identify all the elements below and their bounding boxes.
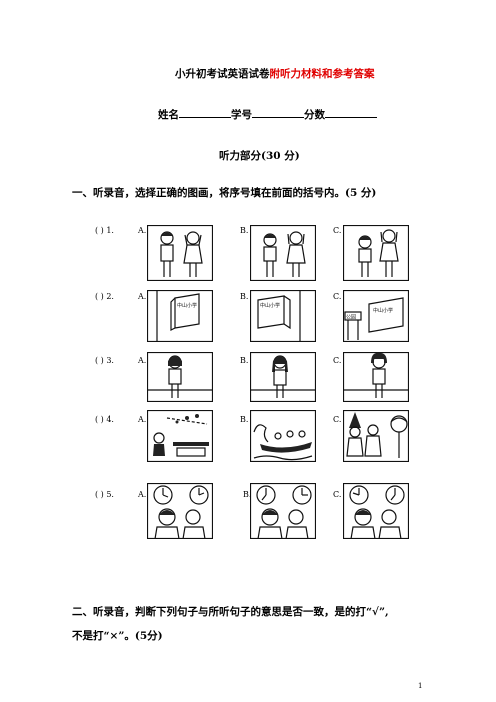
- park-sign-text: 公园: [346, 315, 356, 321]
- student-id-blank[interactable]: [252, 107, 304, 118]
- girl-figure-icon: [183, 231, 203, 277]
- q2-option-b-label: B.: [240, 292, 249, 301]
- dragon-boat-icon: [253, 424, 313, 461]
- listening-part-heading: 听力部分(30 分): [219, 150, 300, 162]
- name-blank[interactable]: [179, 107, 231, 118]
- q5-picture-b[interactable]: [250, 483, 316, 539]
- section2-heading-line1: 二、听录音，判断下列句子与所听句子的意思是否一致，是的打“√”,: [72, 606, 389, 618]
- q1-picture-a[interactable]: [147, 225, 213, 281]
- boy-figure-icon: [263, 233, 277, 277]
- section2-heading-line2: 不是打“×”。(5分): [72, 630, 163, 642]
- q2-option-a-label: A.: [138, 292, 147, 301]
- boy-figure-icon: [358, 235, 372, 277]
- school-gate-icon: 中山小学: [170, 293, 200, 331]
- child-short-hair-icon: [168, 355, 182, 398]
- student-at-desk-icon: [154, 508, 206, 539]
- q2-picture-b[interactable]: 中山小学: [250, 290, 316, 342]
- question-1-number[interactable]: ( ) 1.: [95, 226, 114, 235]
- q1-picture-c[interactable]: [343, 225, 409, 281]
- name-label: 姓名: [158, 109, 179, 121]
- clock-icon: [292, 485, 312, 505]
- q1-option-a-label: A.: [138, 226, 147, 235]
- firecracker-festival-icon: [153, 414, 209, 457]
- q1-option-b-label: B.: [240, 226, 249, 235]
- child-curly-hair-icon: [371, 352, 387, 398]
- clock-icon: [189, 485, 209, 505]
- q2-picture-a[interactable]: 中山小学: [147, 290, 213, 342]
- q1-picture-b[interactable]: [250, 225, 316, 281]
- page-number: 1: [418, 682, 423, 690]
- school-sign-text: 中山小学: [260, 302, 280, 309]
- clock-icon: [256, 485, 276, 505]
- q4-option-a-label: A.: [138, 415, 147, 424]
- halloween-children-icon: [346, 412, 408, 458]
- question-2-number[interactable]: ( ) 2.: [95, 292, 114, 301]
- q4-picture-b[interactable]: [250, 410, 316, 462]
- score-label: 分数: [304, 109, 325, 121]
- q5-option-b-label: B.: [243, 490, 252, 499]
- question-5-number[interactable]: ( ) 5.: [95, 490, 114, 499]
- q3-picture-c[interactable]: [343, 352, 409, 402]
- girl-figure-icon: [379, 229, 399, 277]
- question-3-number[interactable]: ( ) 3.: [95, 356, 114, 365]
- q4-picture-c[interactable]: [343, 410, 409, 462]
- question-4-number[interactable]: ( ) 4.: [95, 415, 114, 424]
- q5-picture-c[interactable]: [343, 483, 409, 539]
- q1-option-c-label: C.: [333, 226, 342, 235]
- school-sign-text: 中山小学: [177, 302, 197, 309]
- q2-picture-c[interactable]: 公园 中山小学: [343, 290, 409, 342]
- exam-title-red: 附听力材料和参考答案: [269, 68, 375, 80]
- q4-picture-a[interactable]: [147, 410, 213, 462]
- child-long-hair-icon: [272, 355, 288, 398]
- clock-icon: [385, 485, 405, 505]
- clock-icon: [153, 485, 173, 505]
- score-blank[interactable]: [325, 107, 377, 118]
- q3-option-a-label: A.: [138, 356, 147, 365]
- boy-figure-icon: [160, 231, 174, 277]
- q2-option-c-label: C.: [333, 292, 342, 301]
- school-gate-icon: 中山小学: [368, 297, 404, 333]
- q3-option-c-label: C.: [333, 356, 342, 365]
- school-gate-icon: 中山小学: [257, 295, 291, 330]
- park-sign-icon: 公园: [344, 311, 362, 340]
- clock-icon: [349, 485, 369, 505]
- q5-option-a-label: A.: [138, 490, 147, 499]
- student-id-label: 学号: [231, 109, 252, 121]
- girl-figure-icon: [286, 231, 306, 277]
- q5-picture-a[interactable]: [147, 483, 213, 539]
- q3-picture-a[interactable]: [147, 352, 213, 402]
- exam-title: 小升初考试英语试卷附听力材料和参考答案: [175, 66, 375, 81]
- q4-option-b-label: B.: [240, 415, 249, 424]
- exam-title-main: 小升初考试英语试卷: [175, 68, 270, 80]
- q3-picture-b[interactable]: [250, 352, 316, 402]
- q3-option-b-label: B.: [240, 356, 249, 365]
- section1-heading: 一、听录音，选择正确的图画，将序号填在前面的括号内。(5 分): [72, 187, 377, 199]
- q4-option-c-label: C.: [333, 415, 342, 424]
- student-at-desk-icon: [350, 508, 402, 539]
- student-at-desk-icon: [257, 508, 309, 539]
- student-info-line: 姓名 学号 分数: [158, 107, 377, 122]
- school-sign-text: 中山小学: [373, 307, 393, 314]
- q5-option-c-label: C.: [333, 490, 342, 499]
